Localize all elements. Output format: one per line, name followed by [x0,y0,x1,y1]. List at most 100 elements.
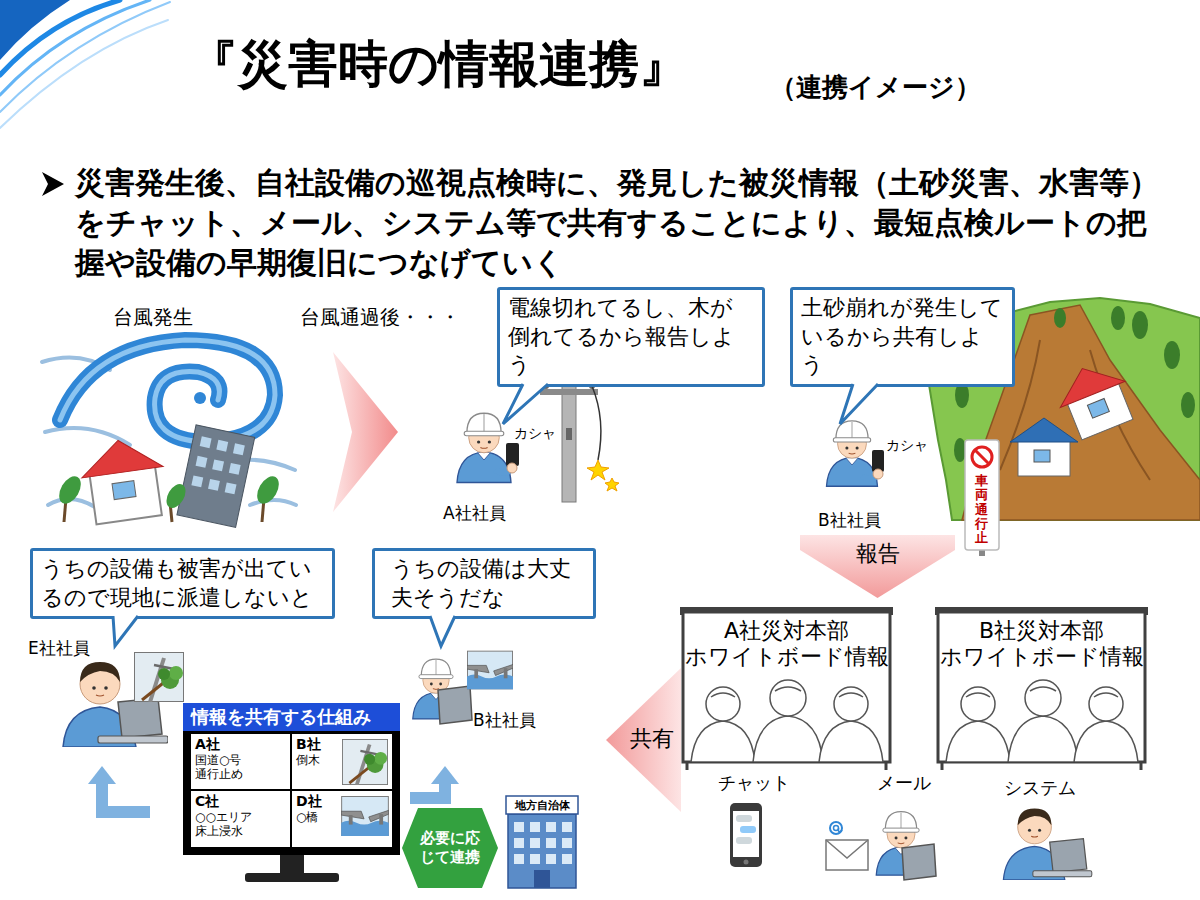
building-sign-box: 地方自治体 [506,799,578,812]
landslide-illustration [1087,398,1109,418]
local-government-building [546,854,556,864]
whiteboard-b [935,607,1148,770]
corner-stripes [0,2,170,112]
typhoon-illustration [77,435,169,526]
speech-bubble: うちの設備は大丈夫そうだな [372,548,596,619]
sign-text: 車両通行止 [975,474,988,545]
local-government-building [530,854,540,864]
worker-b [827,421,878,486]
whiteboard-heading: A社災対本部 ホワイトボード情報 [683,618,890,671]
worker-b [827,421,885,486]
scene-label-box: 台風通過後・・・ [300,305,460,329]
worker-b [873,469,883,479]
person-label-box: B社社員 [818,510,881,530]
speech-bubble: 電線切れてるし、木が倒れてるから報告しよう [497,287,765,387]
sound-effect: カシャ [886,437,928,454]
share-arrow: 共有 [606,668,681,812]
local-government-building [508,814,576,888]
sound-effect: カシャ [514,425,556,442]
chat-phone-icon [736,837,752,844]
bubble-tail-fill [840,384,878,424]
icon-label: システム [1004,777,1076,799]
bubble-tail-fill [430,616,455,646]
local-government-building [562,822,572,832]
icon-label-box: チャット [718,772,790,794]
sign-text-box: 車両通行止 [975,474,988,545]
typhoon-illustration [200,436,212,448]
bubble-tail-outline [113,616,138,646]
flow-arrows [102,782,150,812]
corner-stripes [0,0,70,60]
landslide-illustration [1181,392,1195,418]
sound-effect-box: カシャ [514,425,556,442]
company-name: A社 [195,736,286,753]
bubble-tail-fill [503,384,548,424]
typhoon-illustration [177,425,255,527]
slide-title: 『災害時の情報連携』 [188,34,689,94]
corner-stripes [0,0,150,95]
local-government-building [562,854,572,864]
person-label: B社社員 [473,710,536,730]
local-government-building [514,822,524,832]
whiteboard-heading: B社災対本部 ホワイトボード情報 [938,618,1145,671]
typhoon-illustration [60,340,275,442]
bubble-tail-outline [503,384,548,424]
typhoon-illustration [191,475,203,487]
worker-a [457,413,519,482]
typhoon-illustration [216,440,228,452]
typhoon-illustration [229,463,241,475]
whiteboard-a [683,612,890,762]
utility-pole [605,478,619,491]
local-government-building [514,838,524,848]
whiteboard-a [885,762,888,770]
icon-label-box: システム [1004,777,1076,799]
utility-pole [587,460,609,480]
landslide-illustration [1111,306,1125,330]
whiteboard-title: B社災対本部 ホワイトボード情報 [940,618,1143,671]
typhoon-illustration [42,340,296,527]
screen-cell: A社国道○号 通行止め [191,734,290,789]
speech-bubble: 土砂崩れが発生しているから共有しよう [790,287,1015,387]
email-icon [902,844,936,880]
info-sharing-screen: 情報を共有する仕組みA社国道○号 通行止めB社倒木C社○○エリア 床上浸水D社○… [183,703,400,855]
arrow-shape-fill [402,808,498,888]
road-closed-sign [965,440,999,556]
chat-phone-icon [744,860,749,865]
person-label: E社社員 [28,638,90,658]
flow-arrows [431,766,459,784]
typhoon-illustration [208,479,220,491]
local-government-building [506,796,578,888]
landslide-illustration [1164,341,1180,369]
report-arrow: 報告 [800,535,955,598]
person-label: B社社員 [818,510,881,530]
subtitle-box: （連携イメージ） [770,72,981,103]
chat-phone-icon [733,811,759,857]
bubble-text: 電線切れてるし、木が倒れてるから報告しよう [508,294,754,380]
arrow-text: 共有 [630,726,681,752]
utility-pole [566,428,572,440]
liaison-arrow: 必要に応じて連携 [402,808,498,888]
road-closed-sign [975,450,989,464]
bubble-tail [793,384,933,444]
person-label-box: B社社員 [473,710,536,730]
local-government-building [546,822,556,832]
landslide-illustration [1050,355,1140,442]
person-label-box: A社社員 [443,503,506,523]
local-government-building [514,822,572,864]
chat-phone-icon [730,803,762,867]
bullet-text-box: 災害発生後、自社設備の巡視点検時に、発見した被災情報（土砂災害、水害等）をチャッ… [75,163,1170,283]
local-government-building [534,870,550,888]
flow-arrows [88,766,116,784]
whiteboard-b [938,612,1145,762]
whiteboard-a [686,762,689,770]
screen-cell: D社○橋 [292,791,392,847]
worker-a [507,463,517,473]
landslide-illustration [1034,450,1050,462]
landslide-illustration [1132,311,1148,339]
progress-chevron [333,352,398,512]
email-icon [826,840,868,858]
road-closed-sign [965,440,999,550]
bubble-text: うちの設備は大丈夫そうだな [391,555,577,612]
slide-title-box: 『災害時の情報連携』 [188,34,689,94]
